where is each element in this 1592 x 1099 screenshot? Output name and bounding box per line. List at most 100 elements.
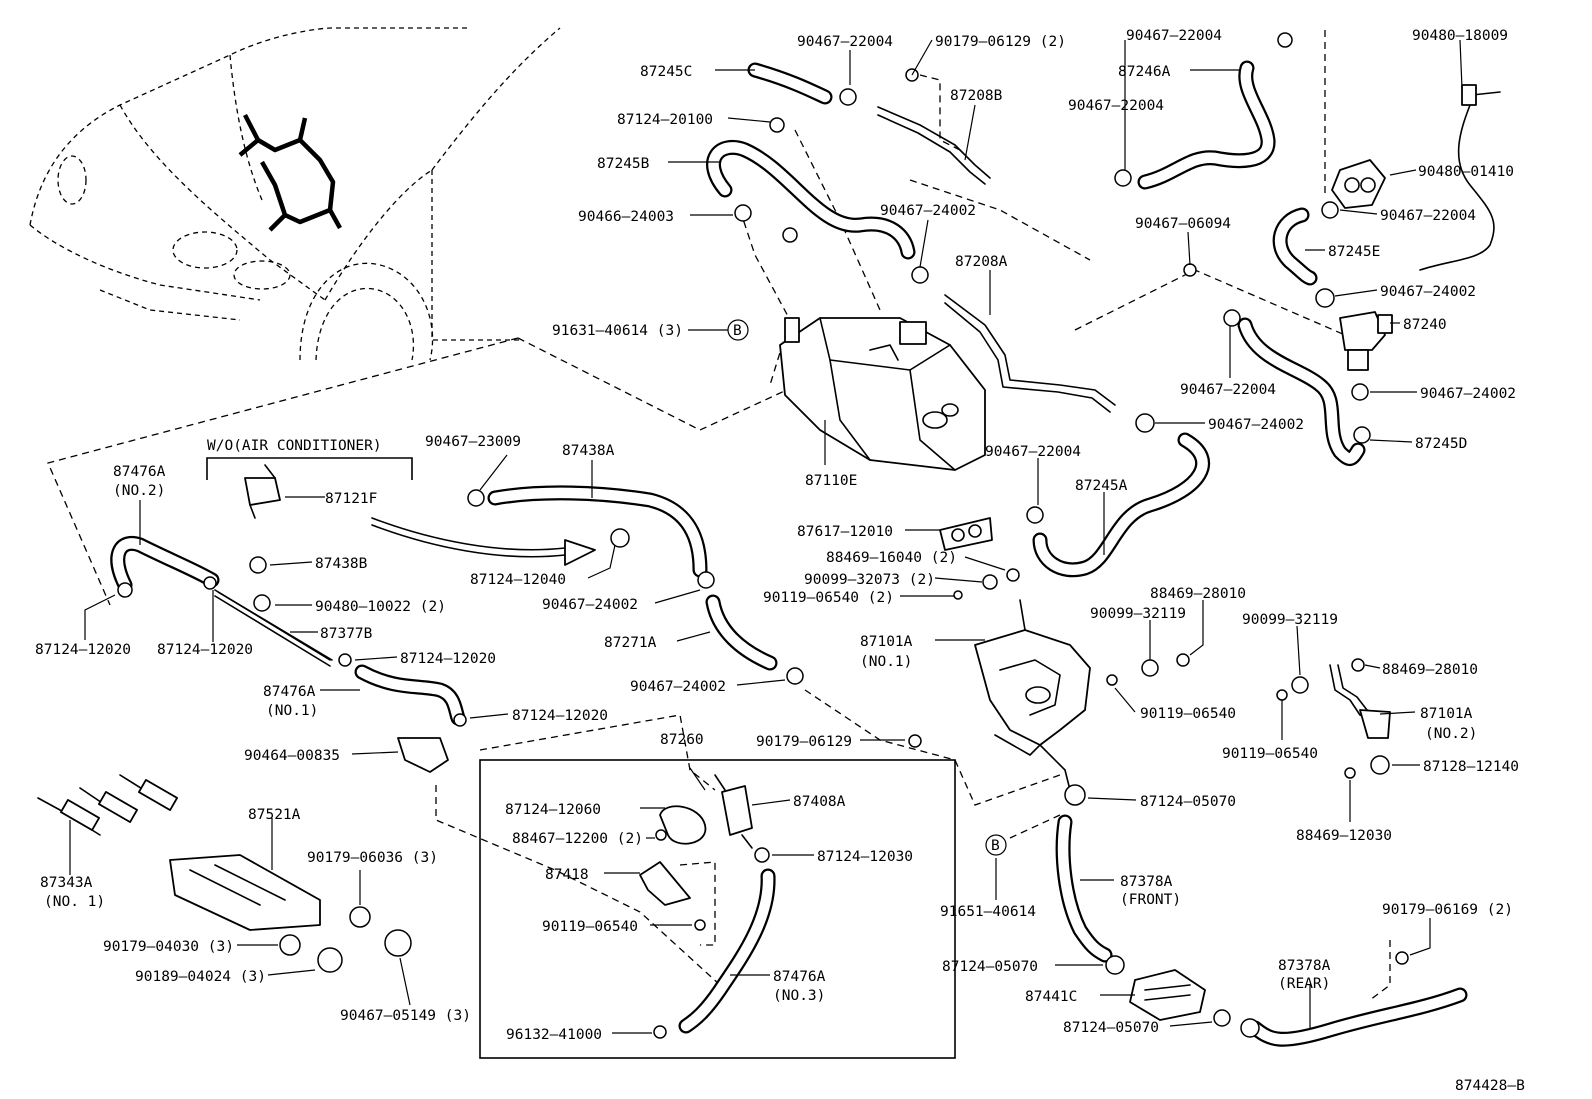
label-87124-12020-d: 87124–12020 — [512, 708, 608, 724]
bracket-87121F — [244, 464, 281, 519]
label-90179-06036-3: 90179–06036 (3) — [307, 850, 438, 866]
label-87124-05070-a: 87124–05070 — [1140, 794, 1236, 810]
label-90467-24002-e: 90467–24002 — [542, 597, 638, 613]
label-87617-12010: 87617–12010 — [797, 524, 893, 540]
label-90099-32119-b: 90099–32119 — [1242, 612, 1338, 628]
label-90466-24003: 90466–24003 — [578, 209, 674, 225]
label-no2: (NO.2) — [1425, 726, 1477, 742]
label-no3: (NO.3) — [773, 988, 825, 1004]
label-90480-01410: 90480–01410 — [1418, 164, 1514, 180]
cable-87377B — [217, 591, 333, 661]
label-91631-40614-3: 91631–40614 (3) — [552, 323, 683, 339]
reference-marker-b-bottom-label: B — [991, 838, 1000, 854]
label-no1c: (NO. 1) — [44, 894, 105, 910]
label-no1b: (NO.1) — [266, 703, 318, 719]
label-88469-12030: 88469–12030 — [1296, 828, 1392, 844]
label-90119-06540-2: 90119–06540 (2) — [763, 590, 894, 606]
label-87271A: 87271A — [604, 635, 657, 651]
label-90467-24002-f: 90467–24002 — [630, 679, 726, 695]
heater-unit-87110E — [779, 317, 986, 471]
label-90099-32073-2: 90099–32073 (2) — [804, 572, 935, 588]
clamp-87124-12060 — [659, 805, 707, 845]
label-87101A-no2: 87101A — [1420, 706, 1473, 722]
label-90467-24002-a: 90467–24002 — [880, 203, 976, 219]
bracket-87101A-no1 — [974, 599, 1091, 791]
label-90179-04030-3: 90179–04030 (3) — [103, 939, 234, 955]
vehicle-location-sketch — [29, 27, 561, 361]
label-90467-24002-b: 90467–24002 — [1380, 284, 1476, 300]
label-no2b: (NO.2) — [113, 483, 165, 499]
label-87260: 87260 — [660, 732, 704, 748]
nipple-90464-00835 — [397, 737, 449, 773]
label-87438B: 87438B — [315, 556, 368, 572]
label-87245E: 87245E — [1328, 244, 1380, 260]
bracket-87521A — [169, 854, 321, 931]
label-90119-06540-a: 90119–06540 — [1140, 706, 1236, 722]
label-87124-12030: 87124–12030 — [817, 849, 913, 865]
label-90119-06540-c: 90119–06540 — [542, 919, 638, 935]
label-90467-22004-c: 90467–22004 — [1068, 98, 1164, 114]
label-87124-12060: 87124–12060 — [505, 802, 601, 818]
label-87438A: 87438A — [562, 443, 615, 459]
label-87240: 87240 — [1403, 317, 1447, 333]
label-90119-06540-b: 90119–06540 — [1222, 746, 1318, 762]
label-90467-05149-3: 90467–05149 (3) — [340, 1008, 471, 1024]
label-90179-06129: 90179–06129 — [756, 734, 852, 750]
label-87124-12040: 87124–12040 — [470, 572, 566, 588]
label-87245C: 87245C — [640, 64, 692, 80]
label-87378A-front: 87378A — [1120, 874, 1173, 890]
callout-labels: 87245C 90467–22004 90179–06129 (2) 87208… — [35, 28, 1525, 1094]
valve-87240 — [1339, 311, 1393, 371]
label-87245A: 87245A — [1075, 478, 1128, 494]
connector-87441C — [1129, 969, 1206, 1021]
label-90099-32119-a: 90099–32119 — [1090, 606, 1186, 622]
label-87521A: 87521A — [248, 807, 301, 823]
without-ac-heading: W/O(AIR CONDITIONER) — [207, 438, 382, 454]
label-90467-24002-d: 90467–24002 — [1208, 417, 1304, 433]
reference-marker-b-bottom — [985, 834, 1007, 856]
label-90467-22004-a: 90467–22004 — [797, 34, 893, 50]
label-90467-22004-d: 90467–22004 — [1380, 208, 1476, 224]
reference-marker-b-top-label: B — [733, 323, 742, 339]
label-88467-12200-2: 88467–12200 (2) — [512, 831, 643, 847]
label-87110E: 87110E — [805, 473, 857, 489]
label-90189-04024-3: 90189–04024 (3) — [135, 969, 266, 985]
label-87418: 87418 — [545, 867, 589, 883]
label-87408A: 87408A — [793, 794, 846, 810]
label-87128-12140: 87128–12140 — [1423, 759, 1519, 775]
label-87124-12020-c: 87124–12020 — [400, 651, 496, 667]
bracket-87101A-no2 — [1329, 664, 1391, 739]
label-88469-28010-a: 88469–28010 — [1150, 586, 1246, 602]
label-88469-28010-b: 88469–28010 — [1382, 662, 1478, 678]
label-87124-05070-c: 87124–05070 — [1063, 1020, 1159, 1036]
label-90464-00835: 90464–00835 — [244, 748, 340, 764]
label-90467-06094: 90467–06094 — [1135, 216, 1231, 232]
label-front: (FRONT) — [1120, 892, 1181, 908]
label-87101A-no1: 87101A — [860, 634, 913, 650]
label-87124-05070-b: 87124–05070 — [942, 959, 1038, 975]
leader-lines — [69, 39, 1463, 1034]
label-90179-06169-2: 90179–06169 (2) — [1382, 902, 1513, 918]
without-ac-callout — [206, 457, 596, 566]
label-87377B: 87377B — [320, 626, 373, 642]
label-87441C: 87441C — [1025, 989, 1077, 1005]
label-87378A-rear: 87378A — [1278, 958, 1331, 974]
label-91651-40614: 91651–40614 — [940, 904, 1036, 920]
fasteners — [117, 32, 1409, 1039]
label-87208A: 87208A — [955, 254, 1008, 270]
label-87343A: 87343A — [40, 875, 93, 891]
label-87246A: 87246A — [1118, 64, 1171, 80]
label-87476A-no2: 87476A — [113, 464, 166, 480]
label-no1: (NO.1) — [860, 654, 912, 670]
label-87124-20100: 87124–20100 — [617, 112, 713, 128]
label-90467-22004-f: 90467–22004 — [985, 444, 1081, 460]
label-87245B: 87245B — [597, 156, 650, 172]
label-90467-22004-e: 90467–22004 — [1180, 382, 1276, 398]
label-87124-12020-a: 87124–12020 — [35, 642, 131, 658]
label-87476A-no3: 87476A — [773, 969, 826, 985]
label-90467-22004-b: 90467–22004 — [1126, 28, 1222, 44]
label-90467-24002-c: 90467–24002 — [1420, 386, 1516, 402]
label-96132-41000: 96132–41000 — [506, 1027, 602, 1043]
control-cables-87343A — [37, 774, 178, 836]
